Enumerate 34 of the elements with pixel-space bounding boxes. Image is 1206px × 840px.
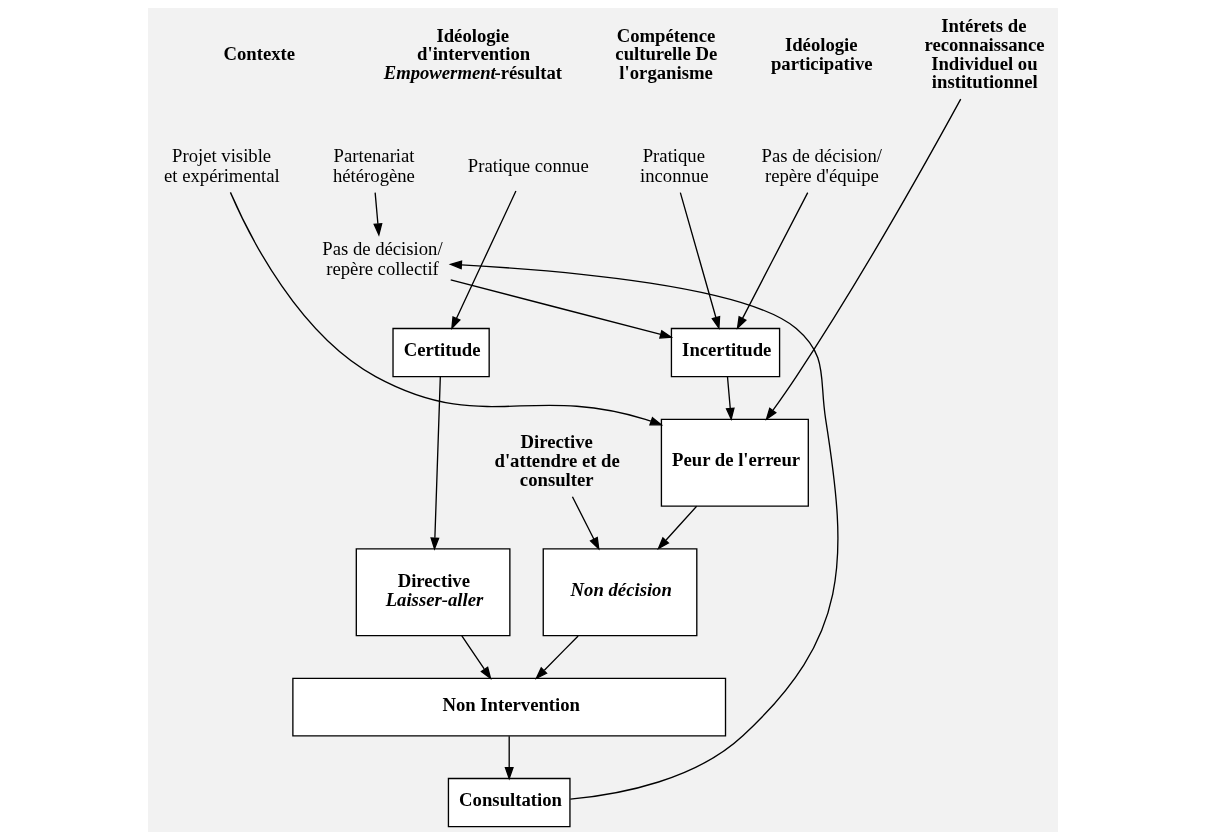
arrow — [504, 735, 514, 781]
arrow — [736, 191, 809, 330]
arrow — [534, 635, 579, 680]
node-text: Projet visible et expérimental — [164, 144, 280, 186]
arrow — [765, 98, 962, 421]
node-box: Directive Laisser-aller — [355, 548, 511, 637]
node-text: Pas de décision/ repère d'équipe — [761, 144, 882, 186]
arrow — [571, 496, 600, 551]
node-box: Consultation — [447, 777, 571, 828]
node-box: Peur de l'erreur — [660, 418, 809, 507]
node-box: Non décision — [542, 548, 698, 637]
node-box: Incertitude — [670, 327, 781, 378]
arrow — [448, 260, 839, 800]
arrow — [373, 191, 383, 237]
label: Compétence culturelle De l'organisme — [615, 24, 718, 84]
label: Idéologie d'intervention Empowerment-résultat — [383, 24, 562, 84]
arrow — [679, 191, 721, 330]
arrow — [229, 191, 664, 426]
node-box: Non Intervention — [292, 677, 727, 737]
node-box: Certitude — [392, 327, 490, 378]
arrow — [450, 279, 674, 339]
label: Idéologie participative — [770, 34, 873, 74]
node-text: Directive d'attendre et de consulter — [494, 431, 620, 490]
arrow — [430, 375, 441, 551]
arrow — [451, 190, 517, 330]
arrow — [461, 635, 492, 680]
node-text: Pratique inconnue — [640, 144, 709, 186]
node-text: Intérets de reconnaissance Individuel ou institutionnel — [924, 15, 1045, 93]
label: Contexte — [223, 42, 296, 64]
arrow — [725, 376, 735, 422]
node-text: Partenariat hétérogène — [332, 144, 415, 186]
arrow — [657, 505, 698, 550]
node-text: Pratique connue — [467, 154, 589, 176]
node-text: Pas de décision/ repère collectif — [322, 238, 443, 280]
